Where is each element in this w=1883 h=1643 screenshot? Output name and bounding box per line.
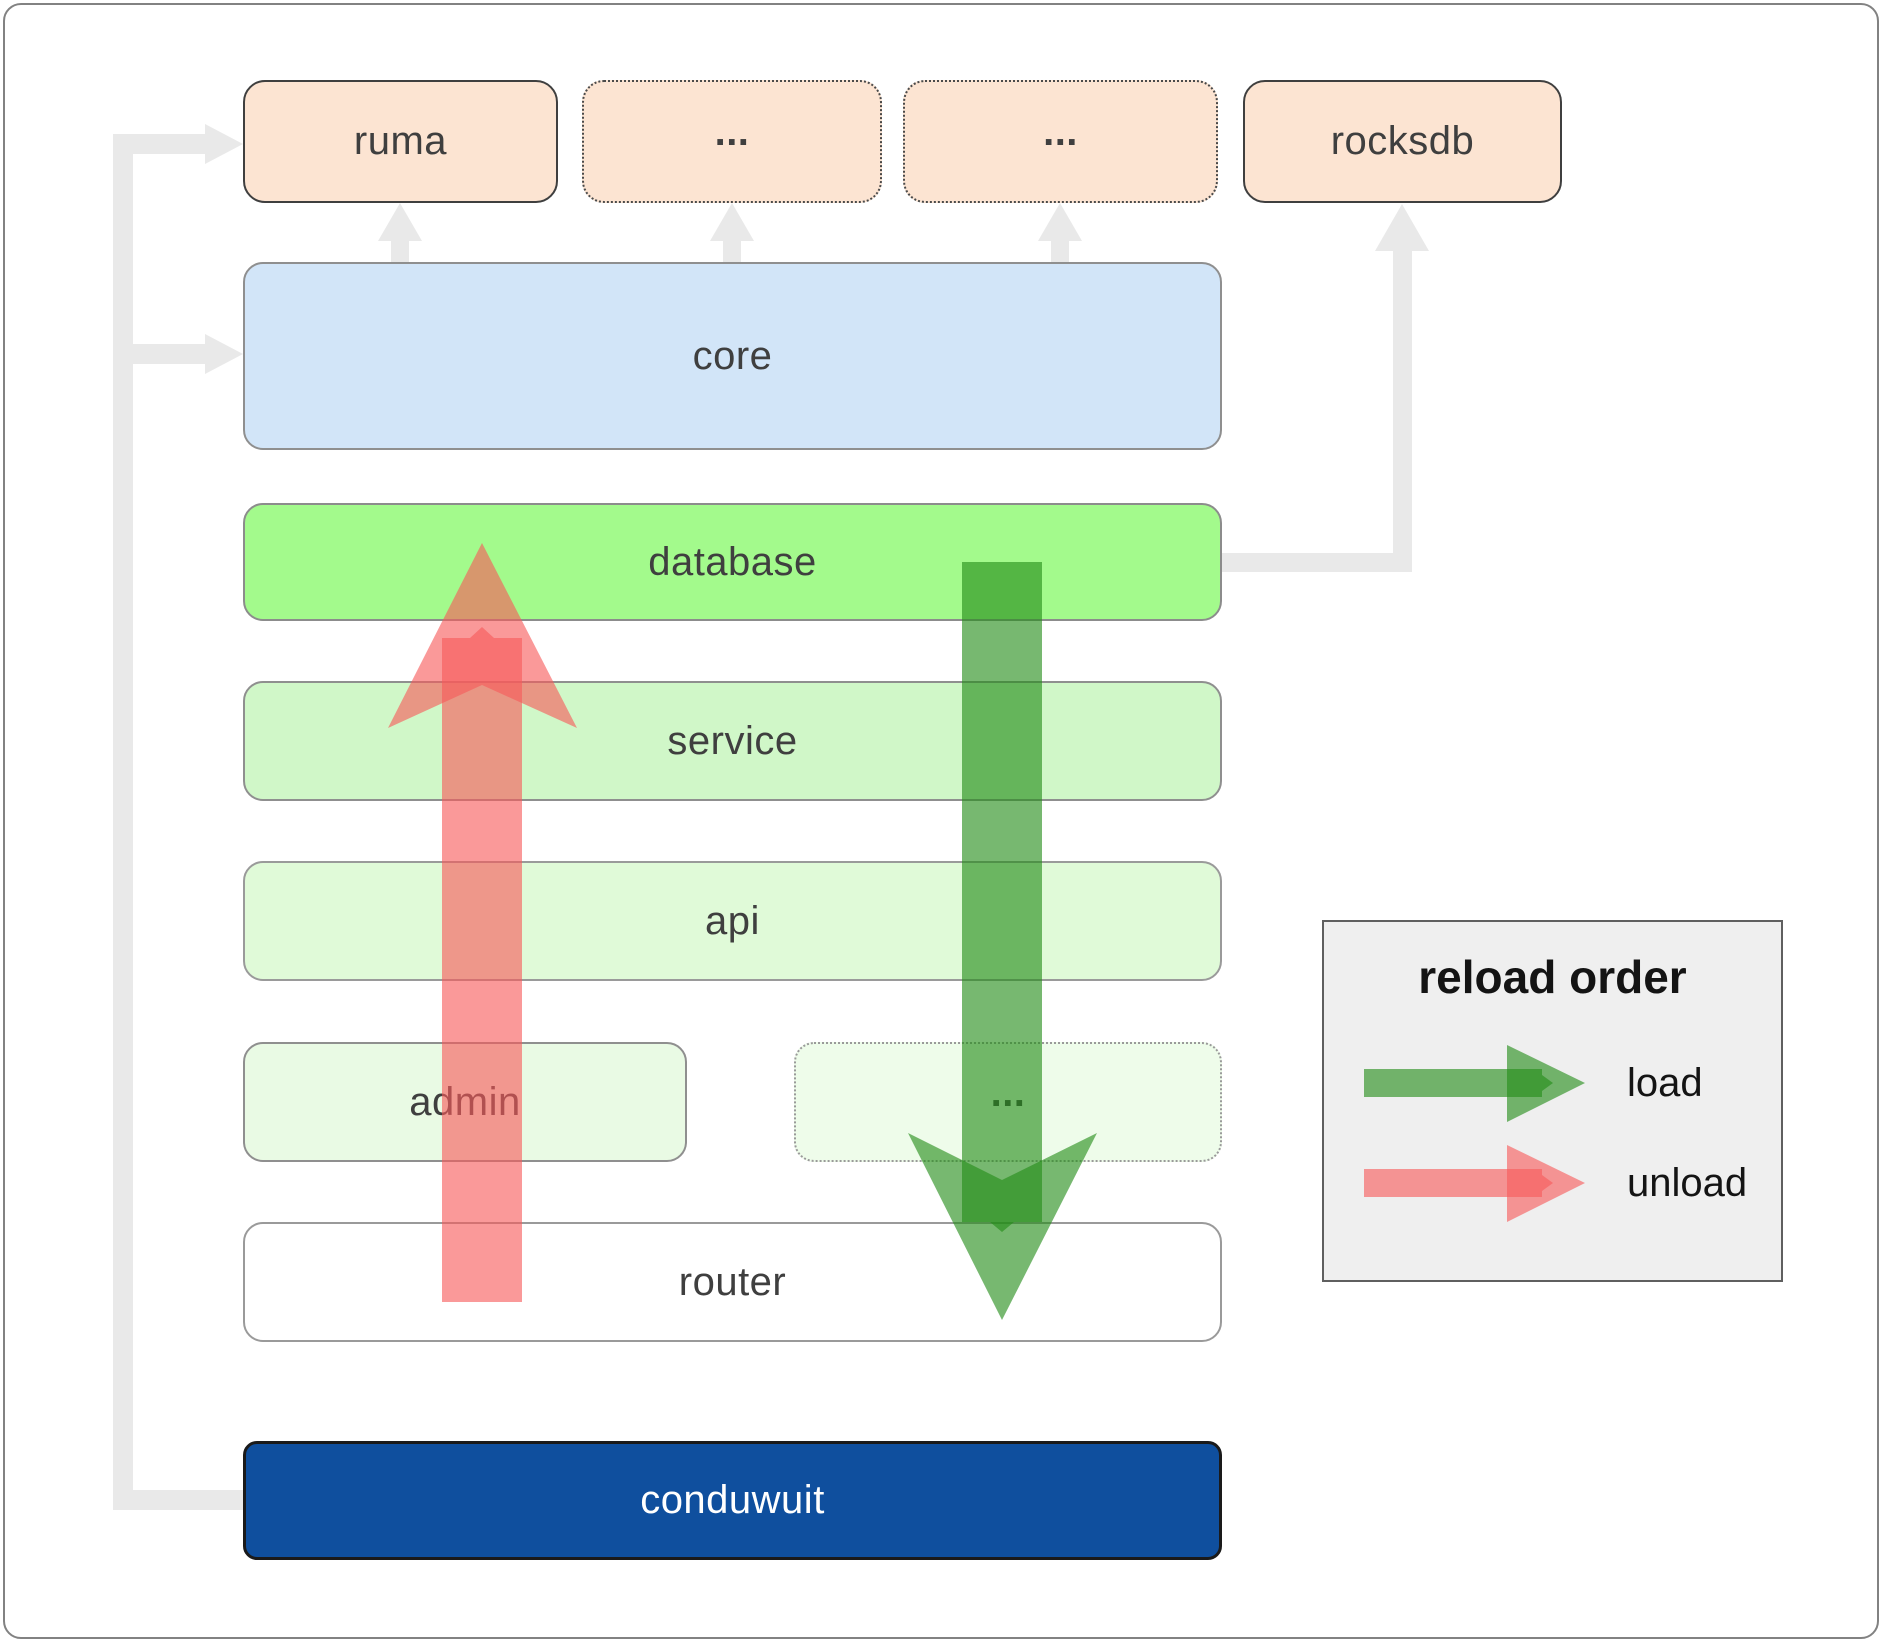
ruma-label: ruma [353, 119, 448, 163]
connector-left-vertical-line [113, 134, 133, 1510]
core-to-ellipsis1-shaft [723, 237, 741, 263]
box-ellipsis-1: ... [582, 80, 882, 203]
connector-to-ruma-line [113, 134, 207, 154]
diagram-outer-frame [3, 3, 1879, 1639]
api-label: api [705, 898, 760, 943]
unload-arrow-icon [1364, 1145, 1585, 1222]
box-router: router [243, 1222, 1222, 1342]
database-to-rocksdb-horizontal-line [1222, 553, 1412, 572]
connector-from-conduwuit-line [113, 1490, 243, 1510]
database-to-rocksdb-vertical-line [1393, 246, 1412, 572]
load-label: load [1627, 1061, 1703, 1105]
ellipsis-2-label: ... [1043, 110, 1078, 154]
service-label: service [667, 718, 798, 763]
rocksdb-label: rocksdb [1330, 119, 1475, 163]
arrow-right-into-ruma-icon [205, 124, 243, 164]
box-core: core [243, 262, 1222, 450]
connector-to-core-line [133, 344, 207, 364]
unload-label: unload [1627, 1161, 1748, 1205]
box-database: database [243, 503, 1222, 621]
core-to-ruma-shaft [391, 237, 409, 263]
conduwuit-label: conduwuit [640, 1478, 825, 1522]
unload-flow-arrow-icon [388, 543, 577, 1302]
core-to-ellipsis2-shaft [1051, 237, 1069, 263]
load-arrow-icon [1364, 1045, 1585, 1122]
arrow-up-to-ruma-icon [378, 203, 422, 241]
arrow-right-into-core-icon [205, 334, 243, 374]
box-ruma: ruma [243, 80, 558, 203]
database-label: database [648, 539, 817, 584]
load-flow-arrow-icon [908, 562, 1097, 1320]
ellipsis-1-label: ... [714, 110, 750, 154]
legend-title: reload order [1418, 951, 1687, 1003]
box-rocksdb: rocksdb [1243, 80, 1562, 203]
router-label: router [678, 1259, 787, 1304]
box-api: api [243, 861, 1222, 981]
arrow-up-to-rocksdb-icon [1375, 204, 1429, 251]
arrow-up-to-ellipsis1-icon [710, 203, 754, 241]
legend: reload order load unload [1322, 920, 1783, 1282]
box-conduwuit: conduwuit [243, 1441, 1222, 1560]
box-ellipsis-2: ... [903, 80, 1218, 203]
arrow-up-to-ellipsis2-icon [1038, 203, 1082, 241]
core-label: core [692, 333, 773, 378]
